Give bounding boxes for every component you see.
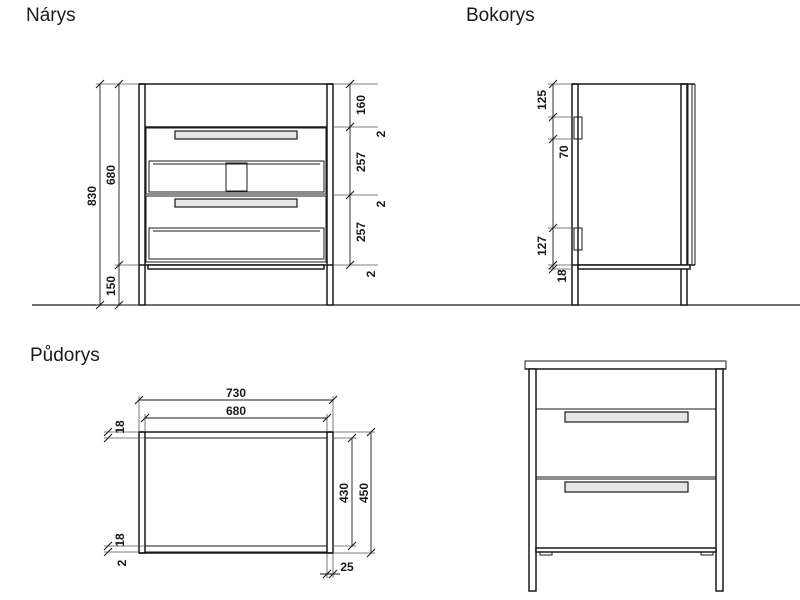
- plan-dim-outer-width: 730: [226, 386, 246, 400]
- side-view-title: Bokorys: [466, 5, 535, 26]
- front-left-post: [138, 83, 146, 306]
- front-left-dimensions: 830 680 150: [85, 79, 139, 310]
- front-dim-drawer-1: 257: [354, 152, 368, 172]
- front-dim-150-tick: [114, 300, 124, 310]
- illustration-right-post: [715, 368, 724, 592]
- side-body-panel: [577, 83, 689, 266]
- side-right-post: [680, 83, 688, 306]
- plan-dim-450-tick-t: [366, 427, 376, 437]
- illustration-countertop: [524, 360, 727, 370]
- side-dimensions: 125 70 127 18: [535, 79, 574, 283]
- front-dim-top-panel: 160: [354, 95, 368, 115]
- front-drawer-1-handle: [174, 130, 298, 140]
- plan-bottom-panel: [144, 545, 328, 553]
- front-dim-830-tick-bottom: [95, 300, 105, 310]
- front-dim-drawer-2: 257: [354, 222, 368, 242]
- side-dim-base-height: 18: [555, 269, 569, 283]
- side-dim-top-offset: 125: [535, 90, 549, 110]
- cabinet-illustration: [524, 360, 727, 592]
- side-dim-tick-5: [548, 260, 558, 270]
- side-dim-tick-3: [548, 134, 558, 144]
- plan-dim-680-tick-l: [140, 413, 150, 423]
- front-view-title: Nárys: [26, 5, 76, 26]
- side-handle-1: [573, 116, 583, 140]
- plan-dimensions: 730 680 18 18 2 430 450: [103, 386, 376, 579]
- side-dim-handle-height: 70: [557, 145, 571, 159]
- plan-dim-outer-depth: 450: [357, 483, 371, 503]
- plan-dim-tt-tick-1: [103, 427, 113, 437]
- plan-dim-430-tick-t: [347, 433, 357, 443]
- plan-dim-25-tick-l: [322, 569, 332, 579]
- front-drawer-1: [145, 127, 327, 195]
- plan-top-panel: [144, 431, 328, 439]
- front-drawer-2: [145, 195, 327, 263]
- front-drawer-2-box: [148, 227, 325, 260]
- front-view-cabinet: [138, 83, 334, 306]
- plan-dim-inner-width: 680: [226, 404, 246, 418]
- front-drawer-1-box: [148, 160, 325, 193]
- side-dim-tick-6: [548, 264, 558, 274]
- plan-dim-430-tick-b: [347, 541, 357, 551]
- front-dim-gap-1: 2: [374, 130, 388, 137]
- illustration-foot-left: [539, 551, 553, 556]
- plan-view-title: Půdorys: [30, 345, 100, 366]
- plan-dim-450-tick-b: [366, 548, 376, 558]
- plan-dim-bt-tick-1: [103, 541, 113, 551]
- illustration-drawer-1-handle: [564, 411, 689, 423]
- plan-right-post: [326, 431, 334, 554]
- illustration-bottom-rail: [535, 547, 717, 553]
- side-view-cabinet: [571, 83, 696, 306]
- side-dim-tick-1: [548, 79, 558, 89]
- plan-dim-tt-tick-2: [103, 433, 113, 443]
- front-dim-r-tick-1: [345, 79, 355, 89]
- plan-view-cabinet: [138, 431, 334, 554]
- plan-dim-bottom-thickness: 18: [113, 533, 127, 547]
- plan-dim-side-offset: 25: [340, 560, 354, 574]
- front-dim-gap-2: 2: [374, 200, 388, 207]
- front-drawer-1-divider: [225, 162, 248, 192]
- front-dim-gap-3: 2: [364, 270, 378, 277]
- front-dim-680-tick-top: [114, 79, 124, 89]
- plan-dim-730-tick-l: [134, 395, 144, 405]
- front-bottom-rail: [147, 264, 325, 270]
- front-dim-r-tick-2: [345, 122, 355, 132]
- front-dim-body-height: 680: [104, 165, 118, 185]
- plan-dim-680-tick-r: [322, 413, 332, 423]
- illustration-drawer-1: [535, 408, 717, 478]
- front-drawer-2-handle: [174, 198, 298, 208]
- front-dim-total-height: 830: [85, 186, 99, 206]
- front-right-post: [326, 83, 334, 306]
- side-dim-tick-2: [548, 112, 558, 122]
- plan-dim-730-tick-r: [328, 395, 338, 405]
- side-dim-tick-4: [548, 223, 558, 233]
- front-dim-r-tick-4: [345, 260, 355, 270]
- front-dim-830-tick-top: [95, 79, 105, 89]
- plan-dim-top-thickness: 18: [113, 420, 127, 434]
- front-dim-r-tick-3: [345, 190, 355, 200]
- illustration-drawer-2-handle: [564, 481, 689, 493]
- plan-dim-bt-tick-2: [103, 547, 113, 557]
- plan-left-post: [138, 431, 146, 554]
- front-dim-leg-height: 150: [104, 276, 118, 296]
- side-bottom-rail: [577, 264, 691, 270]
- plan-dim-25-tick-r: [328, 569, 338, 579]
- illustration-foot-right: [700, 551, 714, 556]
- side-handle-2: [573, 227, 583, 251]
- side-dim-lower-height: 127: [535, 236, 549, 256]
- front-right-dimensions: 160 257 257 2 2 2: [333, 79, 388, 277]
- plan-dim-bottom-gap: 2: [115, 559, 129, 566]
- illustration-left-post: [528, 368, 537, 592]
- plan-dim-inner-depth: 430: [337, 483, 351, 503]
